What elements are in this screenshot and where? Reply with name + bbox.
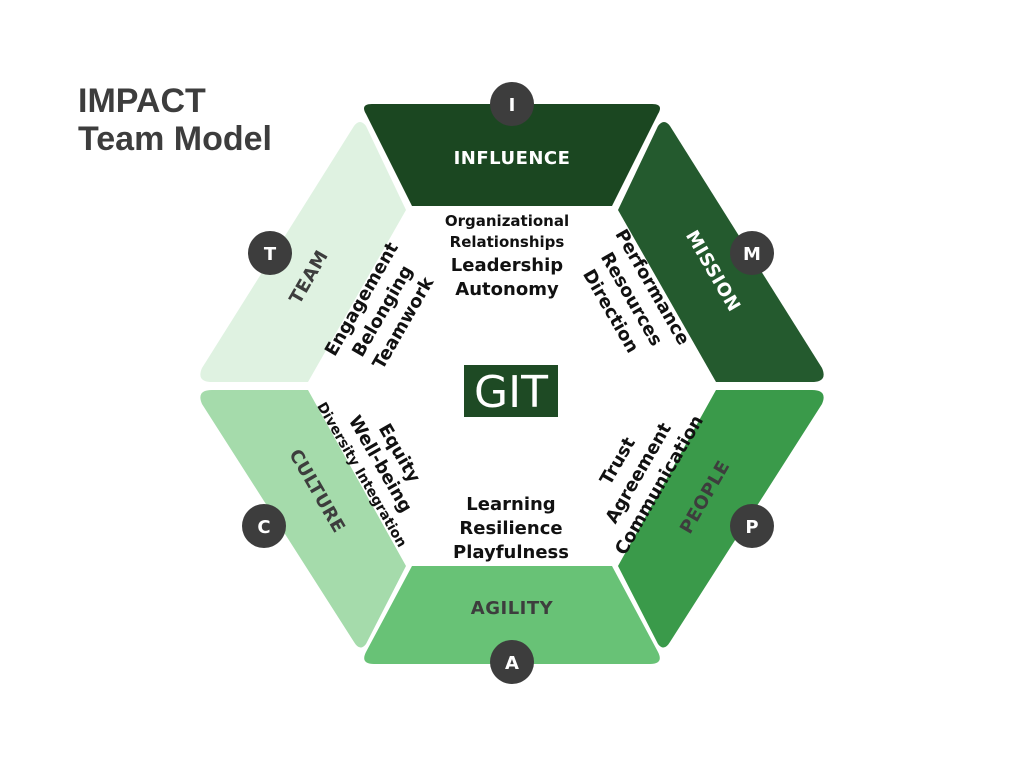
center-git-label: GIT bbox=[474, 367, 548, 418]
badge-agility: A bbox=[490, 640, 534, 684]
segment-people bbox=[618, 390, 824, 648]
agility-item: Resilience bbox=[459, 518, 562, 539]
agility-item: Playfulness bbox=[453, 542, 569, 563]
badge-influence: I bbox=[490, 82, 534, 126]
influence-item: Organizational bbox=[445, 212, 569, 230]
segment-mission bbox=[618, 122, 824, 382]
agility-item: Learning bbox=[466, 494, 555, 515]
segment-team bbox=[200, 122, 406, 382]
badge-team: T bbox=[248, 231, 292, 275]
title-line-1: IMPACT bbox=[78, 82, 206, 120]
segment-culture bbox=[200, 390, 406, 648]
center-git-box: GIT bbox=[464, 365, 558, 418]
badge-culture: C bbox=[242, 504, 286, 548]
segment-label-agility: AGILITY bbox=[471, 598, 554, 619]
badge-letter-agility: A bbox=[505, 653, 519, 674]
badge-letter-influence: I bbox=[509, 95, 516, 116]
badge-people: P bbox=[730, 504, 774, 548]
badge-mission: M bbox=[730, 231, 774, 275]
badge-letter-team: T bbox=[264, 244, 277, 265]
segment-label-influence: INFLUENCE bbox=[454, 148, 571, 169]
badge-letter-people: P bbox=[745, 517, 758, 538]
diagram-title: IMPACT Team Model bbox=[78, 82, 272, 158]
title-line-2: Team Model bbox=[78, 120, 272, 158]
influence-item: Autonomy bbox=[455, 279, 559, 300]
influence-item: Relationships bbox=[450, 233, 565, 251]
segment-influence bbox=[364, 104, 660, 206]
segment-agility bbox=[364, 566, 660, 664]
badge-letter-mission: M bbox=[743, 244, 761, 265]
badge-letter-culture: C bbox=[257, 517, 270, 538]
influence-item: Leadership bbox=[451, 255, 563, 276]
